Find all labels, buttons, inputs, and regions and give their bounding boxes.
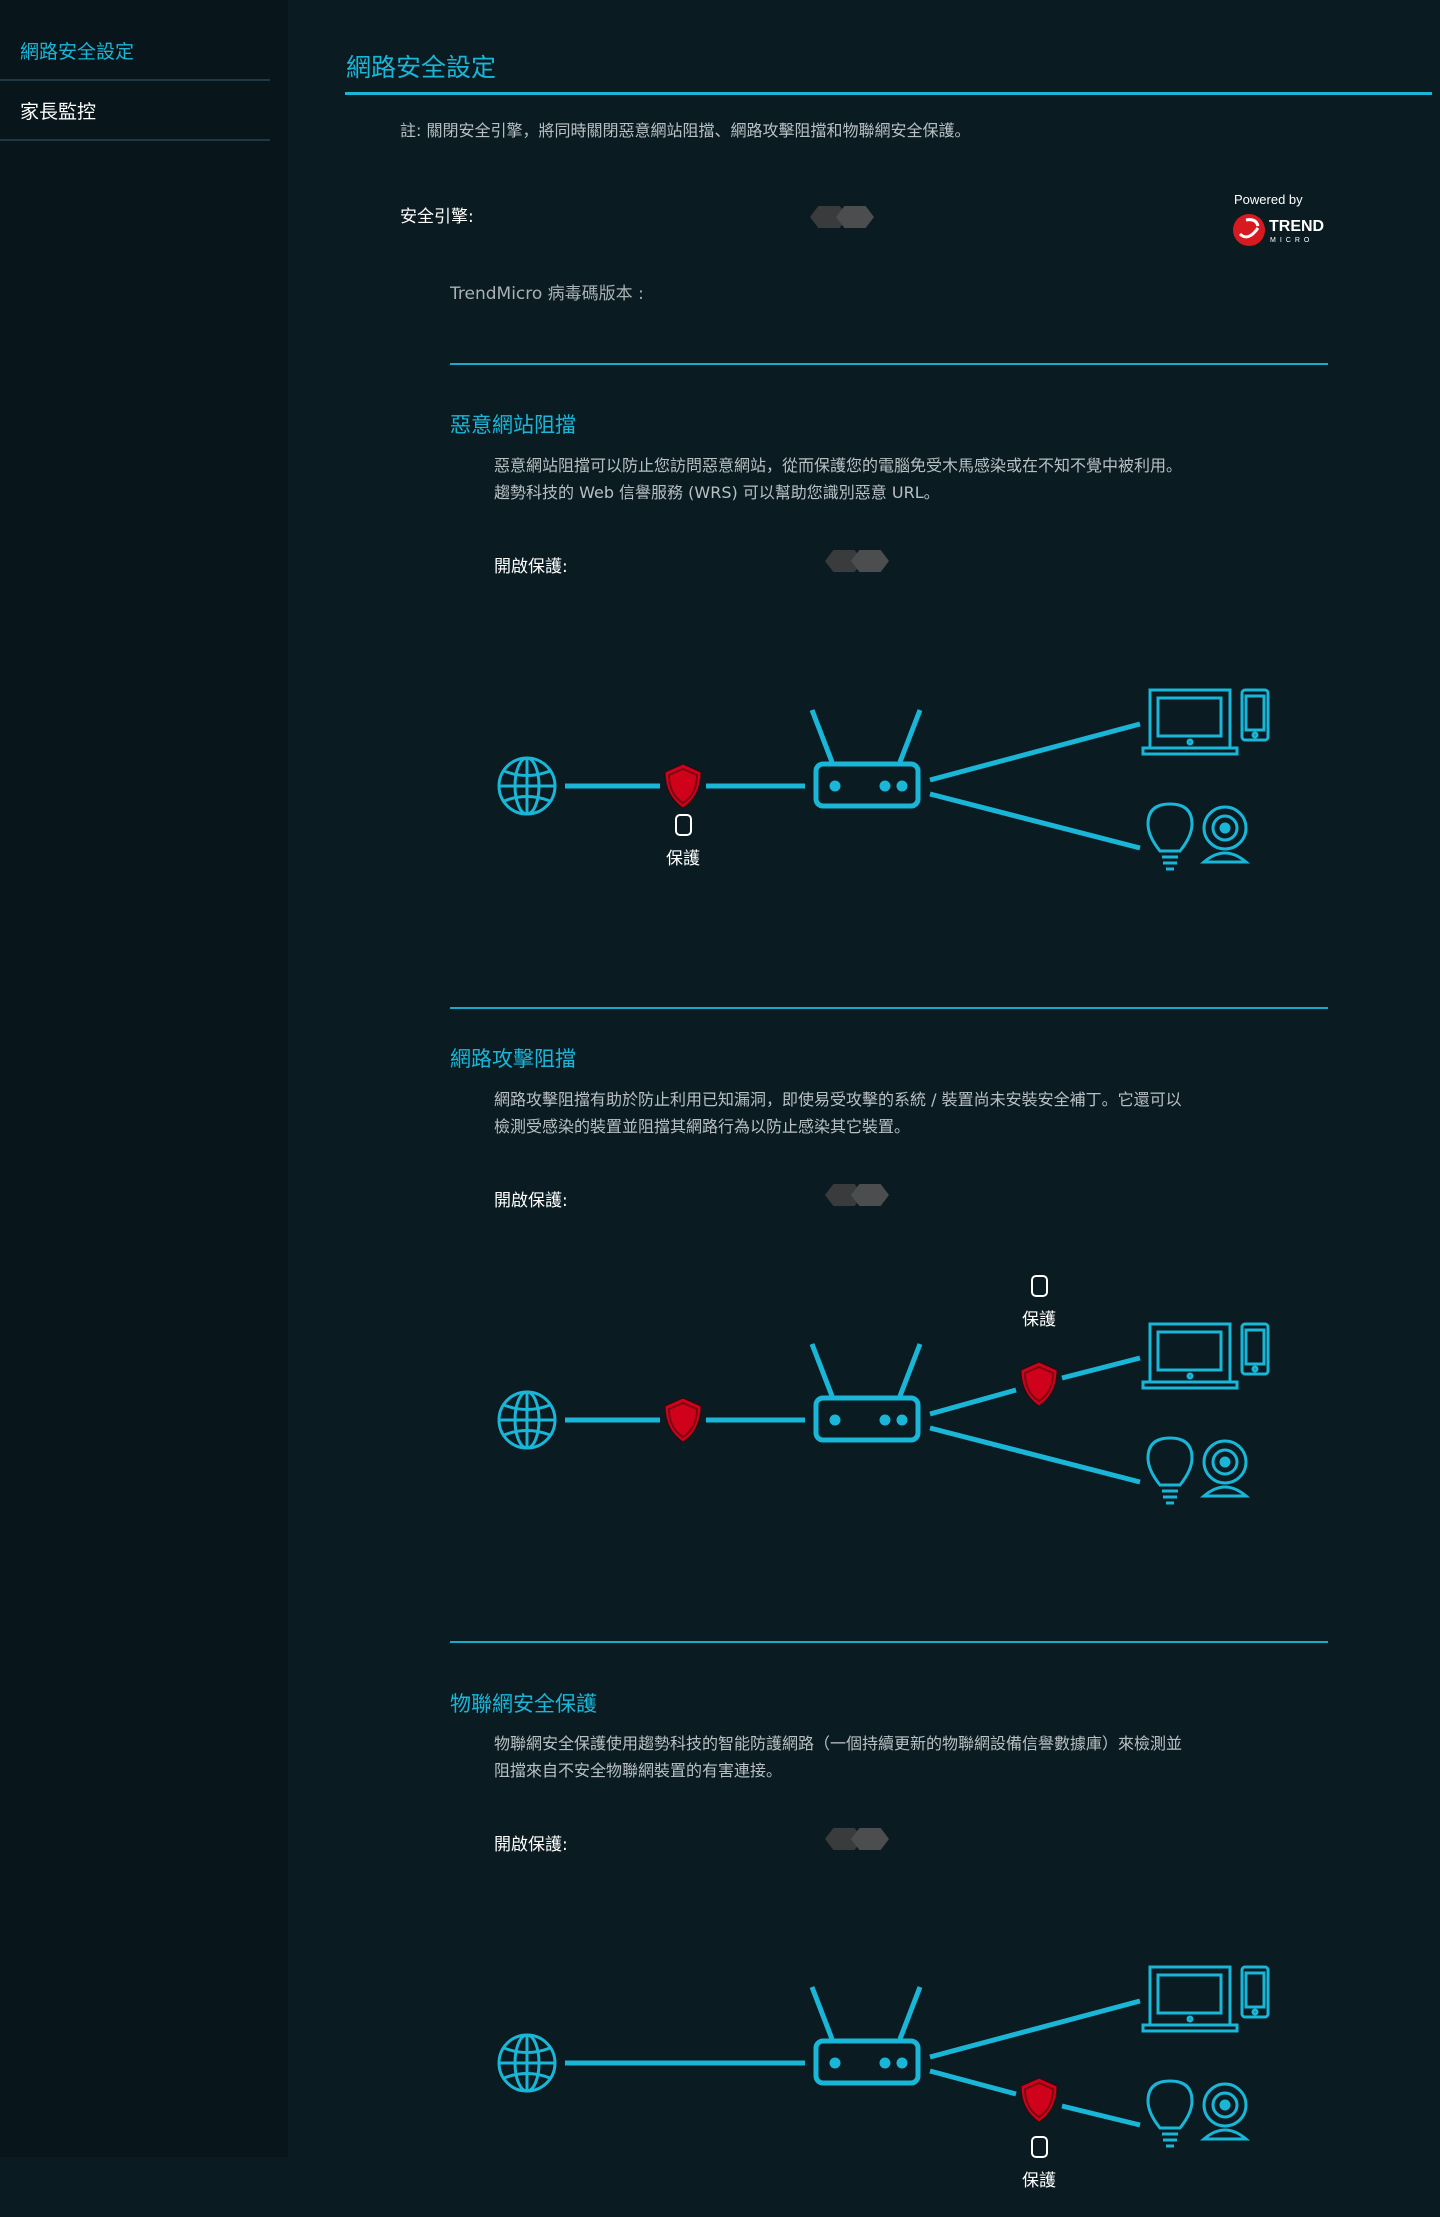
section-title: 網路攻擊阻擋 [450,1047,576,1071]
protection-status: 保護 [1009,2136,1069,2191]
svg-text:Powered by: Powered by [1234,192,1303,207]
network-diagram [497,1965,1270,2148]
section-title: 惡意網站阻擋 [450,413,576,437]
page-title: 網路安全設定 [346,53,497,82]
network-diagram [497,1322,1270,1505]
trend-micro-logo: Powered by TREND MICRO [1232,190,1332,250]
webcam-icon [1199,2082,1251,2141]
sidebar-item-network-security[interactable]: 網路安全設定 [20,41,135,63]
title-underline [345,92,1432,95]
lightbulb-icon [1146,2079,1194,2148]
section-description: 惡意網站阻擋可以防止您訪問惡意網站，從而保護您的電腦免受木馬感染或在不知不覺中被… [494,452,1314,506]
enable-protection-label: 開啟保護: [494,1835,568,1855]
section-divider [450,363,1328,365]
shield-icon [1020,1361,1058,1407]
globe-icon [497,2033,557,2093]
description-line: 阻擋來自不安全物聯網裝置的有害連接。 [494,1761,783,1780]
shield-icon [1020,2077,1058,2123]
enable-protection-label: 開啟保護: [494,1191,568,1211]
globe-icon [497,756,557,816]
protect-label: 保護 [1022,1310,1056,1330]
svg-text:TREND: TREND [1269,218,1324,235]
protection-status: 保護 [653,814,713,869]
section-divider [450,1007,1328,1009]
phone-icon [1240,688,1270,742]
protect-label: 保護 [1022,2171,1056,2191]
lightbulb-icon [1146,1436,1194,1505]
engine-label: 安全引擎: [400,207,474,227]
laptop-icon [1141,1965,1239,2033]
network-diagram [497,688,1270,871]
router-icon [809,1343,923,1443]
engine-toggle[interactable] [810,206,876,228]
webcam-icon [1199,1439,1251,1498]
enable-protection-label: 開啟保護: [494,557,568,577]
section-title: 物聯網安全保護 [450,1692,597,1716]
section-divider [450,1641,1328,1643]
description-line: 趨勢科技的 Web 信譽服務 (WRS) 可以幫助您識別惡意 URL。 [494,483,940,502]
section-description: 網路攻擊阻擋有助於防止利用已知漏洞，即使易受攻擊的系統 / 裝置尚未安裝安全補丁… [494,1086,1314,1140]
virus-pattern-version-label: TrendMicro 病毒碼版本 : [450,284,644,304]
lightbulb-icon [1146,802,1194,871]
shield-icon [664,763,702,809]
shield-icon [664,1397,702,1443]
network-diagram [480,676,1300,936]
network-diagram [480,1953,1300,2213]
description-line: 檢測受感染的裝置並阻擋其網路行為以防止感染其它裝置。 [494,1117,911,1136]
description-line: 物聯網安全保護使用趨勢科技的智能防護網路（一個持續更新的物聯網設備信譽數據庫）來… [494,1734,1183,1753]
sidebar-item-parental-control[interactable]: 家長監控 [20,101,97,123]
globe-icon [497,1390,557,1450]
description-line: 惡意網站阻擋可以防止您訪問惡意網站，從而保護您的電腦免受木馬感染或在不知不覺中被… [494,456,1183,475]
protection-status: 保護 [1009,1275,1069,1330]
status-indicator-icon [1030,2136,1048,2158]
description-line: 網路攻擊阻擋有助於防止利用已知漏洞，即使易受攻擊的系統 / 裝置尚未安裝安全補丁… [494,1090,1182,1109]
enable-protection-toggle[interactable] [825,1184,891,1206]
sidebar-divider [0,79,270,81]
enable-protection-toggle[interactable] [825,550,891,572]
status-indicator-icon [674,814,692,836]
webcam-icon [1199,805,1251,864]
section-description: 物聯網安全保護使用趨勢科技的智能防護網路（一個持續更新的物聯網設備信譽數據庫）來… [494,1730,1314,1784]
laptop-icon [1141,688,1239,756]
phone-icon [1240,1965,1270,2019]
protect-label: 保護 [666,849,700,869]
sidebar-divider [0,139,270,141]
router-icon [809,1986,923,2086]
phone-icon [1240,1322,1270,1376]
enable-protection-toggle[interactable] [825,1828,891,1850]
network-diagram [480,1310,1300,1570]
status-indicator-icon [1030,1275,1048,1297]
sidebar: 網路安全設定 家長監控 [0,0,288,2157]
router-icon [809,709,923,809]
laptop-icon [1141,1322,1239,1390]
engine-note: 註: 關閉安全引擎，將同時關閉惡意網站阻擋、網路攻擊阻擋和物聯網安全保護。 [400,121,971,140]
svg-text:MICRO: MICRO [1270,237,1313,244]
